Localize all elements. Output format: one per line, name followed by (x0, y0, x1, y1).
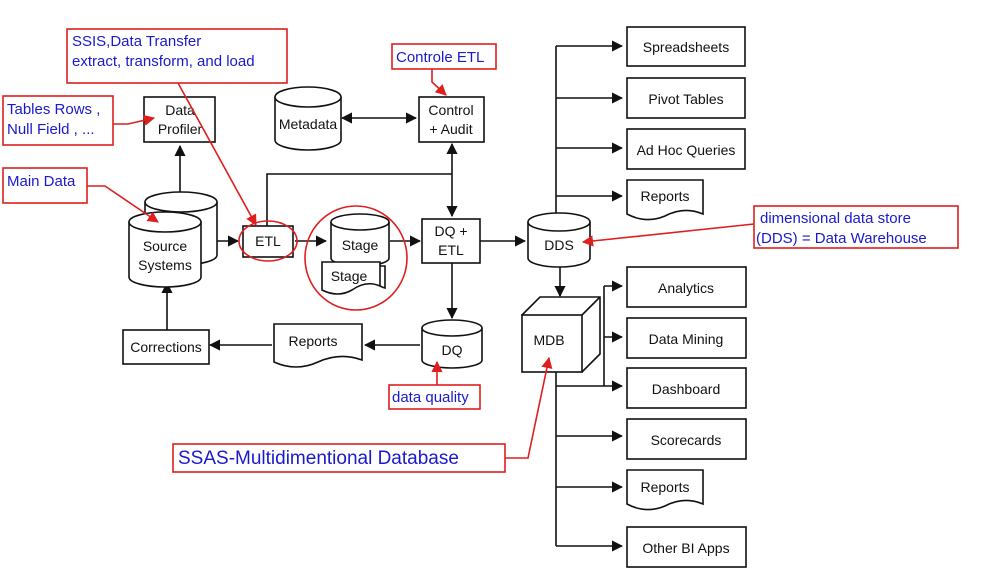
output-ad-hoc-queries-label: Ad Hoc Queries (637, 142, 736, 158)
source-systems-cylinders: Source Systems (128, 191, 218, 288)
output-pivot-tables: Pivot Tables (626, 77, 746, 119)
stage-document: Stage (321, 261, 386, 295)
corrections-label: Corrections (130, 339, 202, 355)
reports-document-bottom: Reports (273, 323, 363, 368)
control-audit-label-line1: Control (428, 102, 473, 118)
stage-cylinder: Stage (330, 213, 390, 267)
source-systems-label-line1: Source (143, 238, 188, 254)
dds-label: DDS (544, 237, 574, 253)
output-ad-hoc-queries: Ad Hoc Queries (626, 128, 746, 170)
control-audit-label-line2: + Audit (429, 121, 472, 137)
annotation-controle-etl-text: Controle ETL (396, 49, 484, 66)
annotation-ssis-arrow (177, 82, 257, 226)
output-pivot-tables-label: Pivot Tables (648, 91, 723, 107)
annotation-ssis: SSIS,Data Transfer extract, transform, a… (66, 28, 288, 84)
dds-cylinder: DDS (527, 212, 591, 268)
annotation-controle-etl: Controle ETL (391, 43, 497, 70)
annotation-dimensional-arrow (581, 223, 755, 247)
output-scorecards-label: Scorecards (651, 432, 722, 448)
output-reports-bottom: Reports (626, 469, 704, 511)
connector-lines (161, 40, 624, 552)
corrections-box: Corrections (122, 329, 210, 365)
annotation-main-data-text: Main Data (7, 173, 76, 190)
output-scorecards: Scorecards (626, 418, 747, 460)
etl-highlight-circle (238, 220, 298, 262)
metadata-cylinder: Metadata (274, 86, 342, 151)
output-analytics: Analytics (626, 266, 747, 308)
annotation-ssis-line2: extract, transform, and load (72, 53, 255, 70)
output-spreadsheets-label: Spreadsheets (643, 39, 729, 55)
annotation-data-quality: data quality (388, 384, 481, 410)
annotation-tables-rows-line2: Null Field , ... (7, 121, 95, 138)
annotation-tables-rows-arrow (113, 114, 156, 126)
stage-document-label: Stage (331, 268, 368, 284)
output-reports-top-label: Reports (640, 188, 689, 204)
annotation-controle-etl-arrow (431, 69, 447, 96)
annotation-main-data-arrow (87, 185, 159, 223)
annotation-ssas: SSAS-Multidimentional Database (172, 443, 506, 473)
output-dashboard-label: Dashboard (652, 381, 721, 397)
output-dashboard: Dashboard (626, 367, 747, 409)
control-audit-box: Control + Audit (418, 96, 485, 143)
output-spreadsheets: Spreadsheets (626, 26, 746, 67)
dq-label: DQ (442, 342, 463, 358)
data-profiler-box: Data Profiler (143, 96, 216, 143)
data-profiler-label-line1: Data (165, 102, 195, 118)
dq-etl-label-line2: ETL (438, 242, 464, 258)
stage-highlight-circle (304, 205, 408, 311)
metadata-label: Metadata (279, 116, 338, 132)
annotation-tables-rows: Tables Rows , Null Field , ... (2, 95, 114, 146)
annotation-dimensional-line2: (DDS) = Data Warehouse (756, 230, 927, 247)
annotation-main-data: Main Data (2, 167, 88, 204)
etl-box: ETL (242, 225, 294, 258)
reports-bottom-label: Reports (288, 333, 337, 349)
annotation-ssis-line1: SSIS,Data Transfer (72, 33, 201, 50)
dq-etl-box: DQ + ETL (421, 218, 481, 264)
annotation-tables-rows-line1: Tables Rows , (7, 101, 100, 118)
annotation-data-quality-text: data quality (392, 389, 469, 406)
dq-etl-label-line1: DQ + (434, 223, 467, 239)
data-profiler-label-line2: Profiler (158, 121, 203, 137)
annotation-dimensional-line1: dimensional data store (760, 210, 911, 227)
output-other-bi-apps: Other BI Apps (626, 526, 747, 568)
etl-label: ETL (255, 233, 281, 249)
stage-cylinder-label: Stage (342, 237, 379, 253)
output-other-bi-apps-label: Other BI Apps (642, 540, 729, 556)
mdb-cube: MDB (520, 296, 601, 374)
annotation-ssas-arrow (505, 356, 553, 459)
mdb-label: MDB (533, 332, 564, 348)
output-reports-top: Reports (626, 179, 704, 221)
annotation-ssas-text: SSAS-Multidimentional Database (178, 448, 459, 469)
dq-cylinder: DQ (421, 319, 483, 369)
output-reports-bottom-label: Reports (640, 479, 689, 495)
source-systems-label-line2: Systems (138, 257, 192, 273)
annotation-dimensional: dimensional data store (DDS) = Data Ware… (753, 205, 959, 249)
output-data-mining: Data Mining (626, 317, 747, 359)
output-analytics-label: Analytics (658, 280, 714, 296)
output-data-mining-label: Data Mining (649, 331, 724, 347)
